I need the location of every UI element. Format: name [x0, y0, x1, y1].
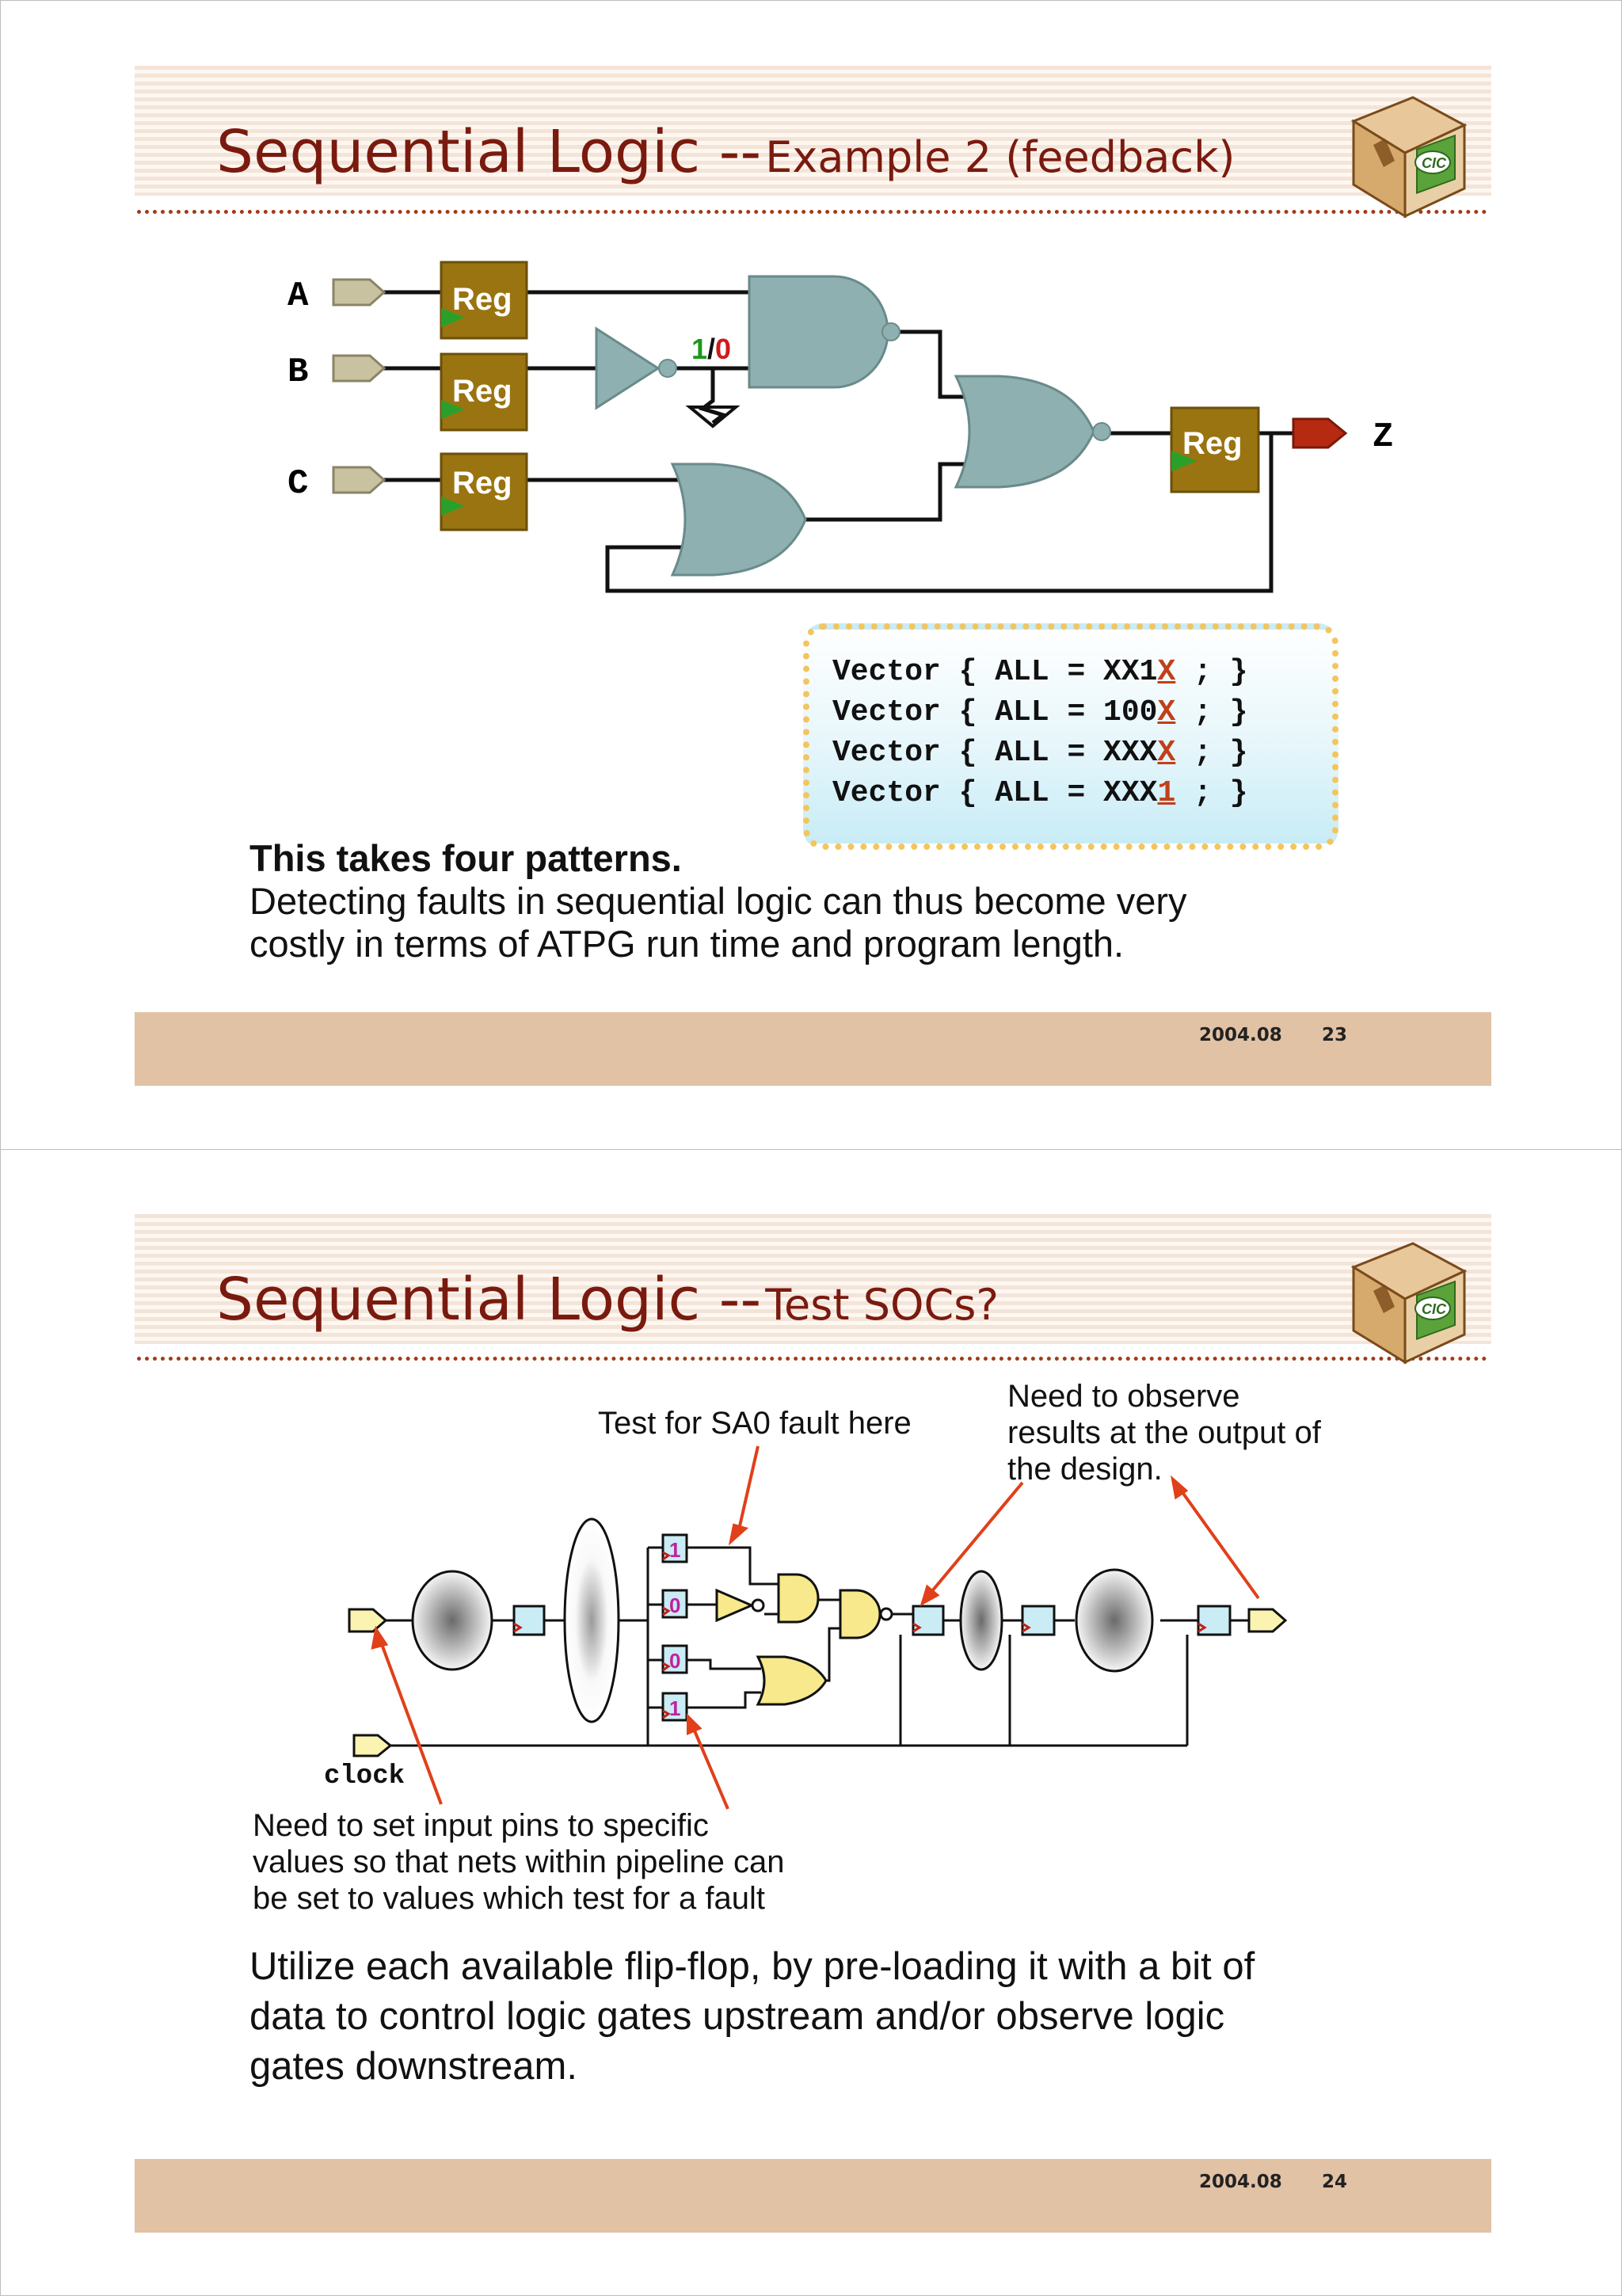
- body-line-2: data to control logic gates upstream and…: [249, 1995, 1225, 2038]
- ground-icon: [685, 406, 741, 428]
- inverter-gate: [595, 326, 677, 410]
- annotation-sa0: Test for SA0 fault here: [598, 1406, 912, 1441]
- slide-24: Sequential Logic -- Test SOCs? CIC Test …: [0, 1149, 1622, 2296]
- body-line-1: Detecting faults in sequential logic can…: [249, 880, 1187, 922]
- footer-band: [135, 2159, 1491, 2233]
- slide-title: Sequential Logic -- Test SOCs?: [216, 1266, 999, 1334]
- slide-23: Sequential Logic -- Example 2 (feedback)…: [0, 0, 1622, 1150]
- input-pin-c: [332, 466, 386, 494]
- cic-logo: CIC: [1350, 96, 1468, 219]
- title-divider: [137, 210, 1487, 214]
- svg-text:1: 1: [669, 1696, 680, 1720]
- annotation-input-3: be set to values which test for a fault: [253, 1881, 765, 1916]
- register-a: Reg: [440, 261, 528, 340]
- header-band: [135, 66, 1491, 196]
- vector-line-2: Vector { ALL = 100X ; }: [832, 695, 1248, 729]
- svg-text:Reg: Reg: [452, 466, 512, 501]
- svg-text:0: 0: [669, 1649, 680, 1673]
- clock-pin: [352, 1734, 393, 1757]
- flip-flop: 0: [661, 1589, 688, 1619]
- input-pin-b: [332, 354, 386, 383]
- body-line-1: Utilize each available flip-flop, by pre…: [249, 1945, 1255, 1988]
- output-pin-z: [1292, 417, 1348, 449]
- vector-line-3: Vector { ALL = XXXX ; }: [832, 736, 1248, 770]
- register-z: Reg: [1170, 406, 1260, 493]
- nand-gate: [748, 275, 900, 389]
- input-label-b: B: [287, 352, 308, 392]
- vector-line-4: Vector { ALL = XXX1 ; }: [832, 776, 1248, 810]
- svg-text:Reg: Reg: [452, 374, 512, 409]
- pipeline-circuit: Test for SA0 fault here Need to observe …: [253, 1379, 1322, 1916]
- footer-date: 2004.08: [1199, 1025, 1282, 1045]
- annotation-input-1: Need to set input pins to specific: [253, 1808, 709, 1843]
- svg-text:CIC: CIC: [1422, 155, 1447, 171]
- feedback-circuit: A B C Reg Reg Reg Reg: [287, 261, 1393, 593]
- vector-code-box: [803, 623, 1338, 850]
- input-pin-a: [332, 278, 386, 307]
- svg-text:CIC: CIC: [1422, 1301, 1447, 1317]
- clock-label: clock: [324, 1761, 405, 1791]
- nand-gate: [839, 1589, 893, 1639]
- nor-gate: [954, 375, 1111, 489]
- register-b: Reg: [440, 352, 528, 432]
- footer-band: [135, 1012, 1491, 1086]
- body-line-2: costly in terms of ATPG run time and pro…: [249, 923, 1125, 965]
- svg-text:1: 1: [669, 1538, 680, 1562]
- annotation-observe-2: results at the output of: [1007, 1415, 1322, 1450]
- input-label-a: A: [287, 276, 309, 316]
- inverter-gate: [715, 1588, 765, 1623]
- input-label-c: C: [287, 464, 308, 504]
- vector-line-1: Vector { ALL = XX1X ; }: [832, 655, 1248, 689]
- svg-text:Reg: Reg: [1182, 426, 1243, 461]
- title-divider: [137, 1357, 1487, 1361]
- annotation-arrows: [371, 1445, 1260, 1810]
- fault-label: 1/0: [691, 333, 731, 365]
- svg-text:Reg: Reg: [452, 282, 512, 317]
- register-c: Reg: [440, 452, 528, 531]
- footer-date: 2004.08: [1199, 2172, 1282, 2192]
- flip-flop: 1: [661, 1533, 688, 1563]
- header-band: [135, 1214, 1491, 1344]
- annotation-observe-1: Need to observe: [1007, 1379, 1240, 1414]
- flip-flop: [1021, 1605, 1056, 1636]
- flip-flop: [512, 1605, 546, 1636]
- output-pin: [1247, 1608, 1288, 1633]
- and-gate: [777, 1573, 820, 1624]
- logic-cloud-2: [563, 1517, 620, 1723]
- annotation-input-2: values so that nets within pipeline can: [253, 1845, 785, 1879]
- flip-flop: [1197, 1605, 1232, 1636]
- flip-flop: 0: [661, 1644, 688, 1674]
- page-number: 24: [1322, 2172, 1348, 2192]
- input-pin: [348, 1608, 388, 1633]
- flip-flop: [912, 1605, 945, 1636]
- or-gate: [756, 1655, 828, 1706]
- logic-cloud-1: [411, 1570, 493, 1671]
- body-line-3: gates downstream.: [249, 2045, 577, 2088]
- logic-cloud-4: [1075, 1568, 1154, 1673]
- logic-cloud-3: [959, 1570, 1003, 1671]
- cic-logo: CIC: [1350, 1242, 1468, 1365]
- page-number: 23: [1322, 1025, 1348, 1045]
- flip-flop: 1: [661, 1692, 688, 1722]
- slide-title: Sequential Logic -- Example 2 (feedback): [216, 118, 1236, 186]
- annotation-observe-3: the design.: [1007, 1452, 1163, 1487]
- bold-statement: This takes four patterns.: [249, 837, 682, 879]
- or-gate: [670, 463, 807, 577]
- output-label-z: Z: [1373, 417, 1393, 457]
- svg-text:0: 0: [669, 1593, 680, 1617]
